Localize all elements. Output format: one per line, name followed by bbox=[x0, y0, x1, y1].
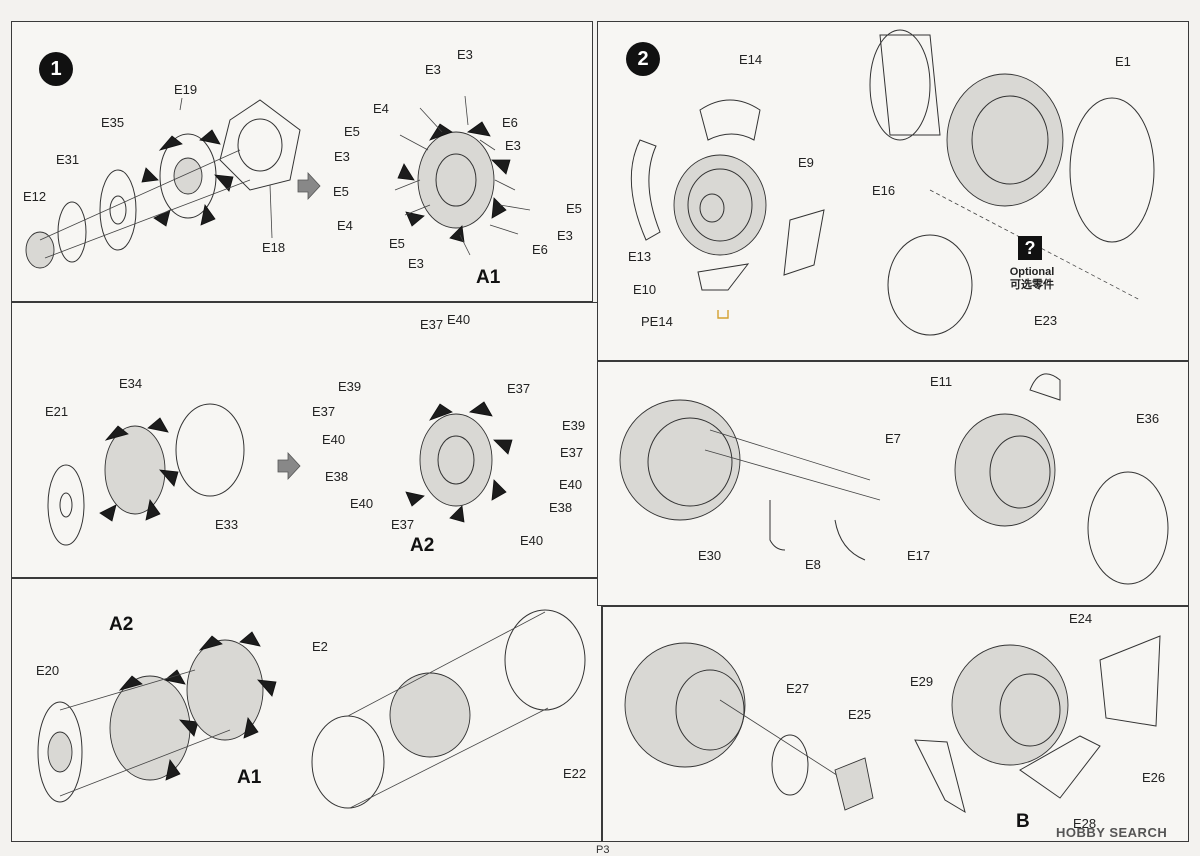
step-number-2: 2 bbox=[626, 42, 660, 76]
part-label: PE14 bbox=[641, 314, 673, 329]
part-label: E11 bbox=[930, 374, 953, 389]
part-label: E21 bbox=[45, 404, 69, 419]
part-label: E5 bbox=[344, 124, 360, 139]
part-label: E40 bbox=[447, 312, 471, 327]
part-label: E31 bbox=[56, 152, 80, 167]
part-label: E37 bbox=[560, 445, 584, 460]
part-label: E36 bbox=[1136, 411, 1160, 426]
part-label: E7 bbox=[885, 431, 901, 446]
part-label: E14 bbox=[739, 52, 763, 67]
part-label: E39 bbox=[338, 379, 362, 394]
step-number-1: 1 bbox=[39, 52, 73, 86]
part-label: E29 bbox=[910, 674, 934, 689]
part-label: E3 bbox=[457, 47, 473, 62]
cowling-parts-icon bbox=[630, 29, 1155, 336]
part-label: E39 bbox=[562, 418, 586, 433]
part-label: E25 bbox=[848, 707, 872, 722]
part-label: E24 bbox=[1069, 611, 1093, 626]
assembly-label-a2: A2 bbox=[410, 535, 435, 556]
optional-text: Optional bbox=[1009, 266, 1055, 278]
part-label: E18 bbox=[262, 240, 286, 255]
part-label: E40 bbox=[520, 533, 544, 548]
part-label: E4 bbox=[373, 101, 389, 116]
part-label: E6 bbox=[502, 115, 518, 130]
part-label: E37 bbox=[312, 404, 336, 419]
engine-frame-icon bbox=[619, 373, 1169, 585]
part-label: E35 bbox=[101, 115, 125, 130]
part-label: E28 bbox=[1073, 816, 1097, 831]
assembly-label-b: B bbox=[1016, 811, 1030, 832]
page-number: P3 bbox=[596, 844, 610, 856]
part-label: E33 bbox=[215, 517, 239, 532]
part-label: E12 bbox=[23, 189, 47, 204]
assembly-label-a1: A1 bbox=[476, 267, 501, 288]
part-label: E37 bbox=[391, 517, 415, 532]
part-label: E9 bbox=[798, 155, 814, 170]
part-label: E23 bbox=[1034, 313, 1058, 328]
part-label: E22 bbox=[563, 766, 587, 781]
optional-label: Optional 可选零件 bbox=[1002, 266, 1062, 292]
part-label: E3 bbox=[408, 256, 424, 271]
part-label: E8 bbox=[805, 557, 821, 572]
cowling-ring-icon bbox=[624, 635, 1161, 814]
part-label: E3 bbox=[505, 138, 521, 153]
part-label: E19 bbox=[174, 82, 198, 97]
engine-exploded-icon bbox=[25, 97, 301, 269]
part-label: E34 bbox=[119, 376, 143, 391]
engine-a2-exploded-icon bbox=[47, 401, 513, 546]
part-label: E3 bbox=[557, 228, 573, 243]
engine-assembly-icon bbox=[37, 609, 586, 809]
part-label: E3 bbox=[334, 149, 350, 164]
part-label: E3 bbox=[425, 62, 441, 77]
part-label: E38 bbox=[325, 469, 349, 484]
part-label: E5 bbox=[333, 184, 349, 199]
part-label: E37 bbox=[420, 317, 444, 332]
part-label: E17 bbox=[907, 548, 931, 563]
part-label: E4 bbox=[337, 218, 353, 233]
part-label: E10 bbox=[633, 282, 657, 297]
optional-text-cn: 可选零件 bbox=[1010, 279, 1054, 291]
arrow-right-icon bbox=[277, 451, 301, 481]
assembly-label-a1-final: A1 bbox=[237, 767, 262, 788]
part-label: E13 bbox=[628, 249, 652, 264]
panel-final-assembly bbox=[11, 578, 602, 842]
part-label: E40 bbox=[559, 477, 583, 492]
part-label: E2 bbox=[312, 639, 328, 654]
part-label: E6 bbox=[532, 242, 548, 257]
part-label: E1 bbox=[1115, 54, 1131, 69]
part-label: E27 bbox=[786, 681, 810, 696]
part-label: E38 bbox=[549, 500, 573, 515]
part-label: E5 bbox=[389, 236, 405, 251]
part-label: E30 bbox=[698, 548, 722, 563]
arrow-right-icon bbox=[297, 171, 321, 201]
optional-icon: ? bbox=[1018, 236, 1042, 260]
watermark: HOBBY SEARCH bbox=[1056, 825, 1168, 840]
part-label: E40 bbox=[322, 432, 346, 447]
part-label: E5 bbox=[566, 201, 582, 216]
part-label: E37 bbox=[507, 381, 531, 396]
part-label: E40 bbox=[350, 496, 374, 511]
radial-engine-a1-icon bbox=[394, 95, 531, 256]
part-label: E16 bbox=[872, 183, 896, 198]
part-label: E26 bbox=[1142, 770, 1166, 785]
assembly-label-a2-final: A2 bbox=[109, 614, 134, 635]
part-label: E20 bbox=[36, 663, 60, 678]
